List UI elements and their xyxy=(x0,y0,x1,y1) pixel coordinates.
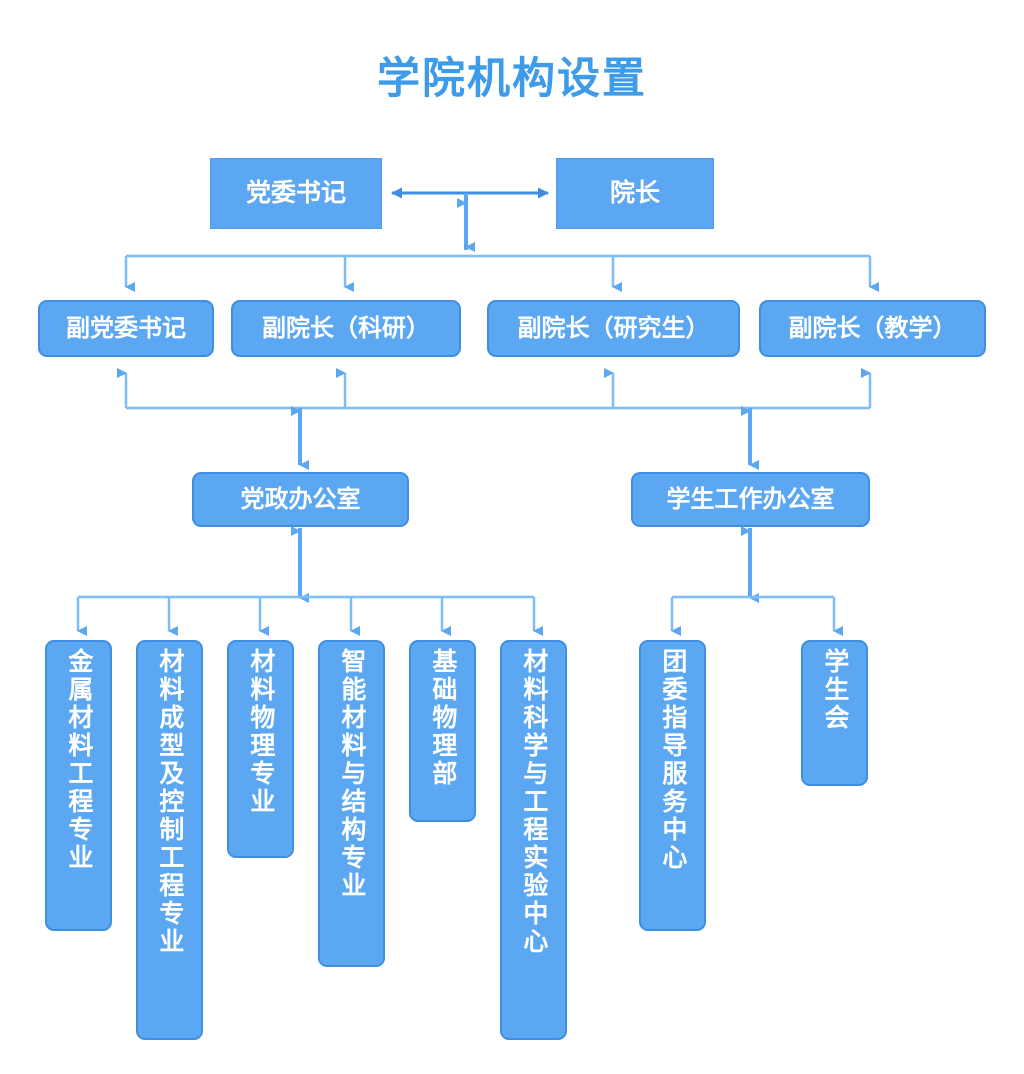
node-label: 金属材料工程专业 xyxy=(64,648,93,872)
node-major-forming[interactable]: 材料成型及控制工程专业 xyxy=(136,640,203,1040)
node-student-affairs-office[interactable]: 学生工作办公室 xyxy=(631,472,870,527)
node-vice-dean-teaching[interactable]: 副院长（教学） xyxy=(759,300,986,357)
node-vice-party-secretary[interactable]: 副党委书记 xyxy=(38,300,214,357)
node-lab-center[interactable]: 材料科学与工程实验中心 xyxy=(500,640,567,1040)
node-dept-basic-physics[interactable]: 基础物理部 xyxy=(409,640,476,822)
node-admin-office[interactable]: 党政办公室 xyxy=(192,472,409,527)
node-student-union[interactable]: 学生会 xyxy=(801,640,868,786)
node-label: 团委指导服务中心 xyxy=(658,648,687,872)
node-label: 学生工作办公室 xyxy=(666,485,835,513)
node-party-secretary[interactable]: 党委书记 xyxy=(210,158,382,229)
node-label: 学生会 xyxy=(820,648,849,732)
node-label: 智能材料与结构专业 xyxy=(337,648,366,900)
node-label: 党委书记 xyxy=(245,179,346,208)
node-label: 党政办公室 xyxy=(240,485,361,513)
node-label: 基础物理部 xyxy=(428,648,457,788)
node-youth-league-center[interactable]: 团委指导服务中心 xyxy=(639,640,706,931)
node-vice-dean-graduate[interactable]: 副院长（研究生） xyxy=(487,300,740,357)
edge-bus-level3 xyxy=(117,368,872,410)
node-major-physics[interactable]: 材料物理专业 xyxy=(227,640,294,858)
edge-bus-level2 xyxy=(124,254,879,292)
node-label: 院长 xyxy=(609,179,660,208)
node-major-smart[interactable]: 智能材料与结构专业 xyxy=(318,640,385,967)
node-label: 材料物理专业 xyxy=(246,648,275,816)
edge-bus-majors xyxy=(76,595,543,636)
node-label: 副院长（研究生） xyxy=(517,314,710,342)
node-dean[interactable]: 院长 xyxy=(556,158,714,229)
edge-bus-student-orgs xyxy=(670,595,843,636)
node-label: 材料科学与工程实验中心 xyxy=(519,648,548,956)
node-label: 副院长（科研） xyxy=(262,314,430,342)
page-title: 学院机构设置 xyxy=(377,55,647,103)
node-label: 副院长（教学） xyxy=(788,314,957,342)
node-major-metal[interactable]: 金属材料工程专业 xyxy=(45,640,112,931)
node-vice-dean-research[interactable]: 副院长（科研） xyxy=(231,300,461,357)
node-label: 副党委书记 xyxy=(66,314,186,342)
node-label: 材料成型及控制工程专业 xyxy=(155,648,184,956)
